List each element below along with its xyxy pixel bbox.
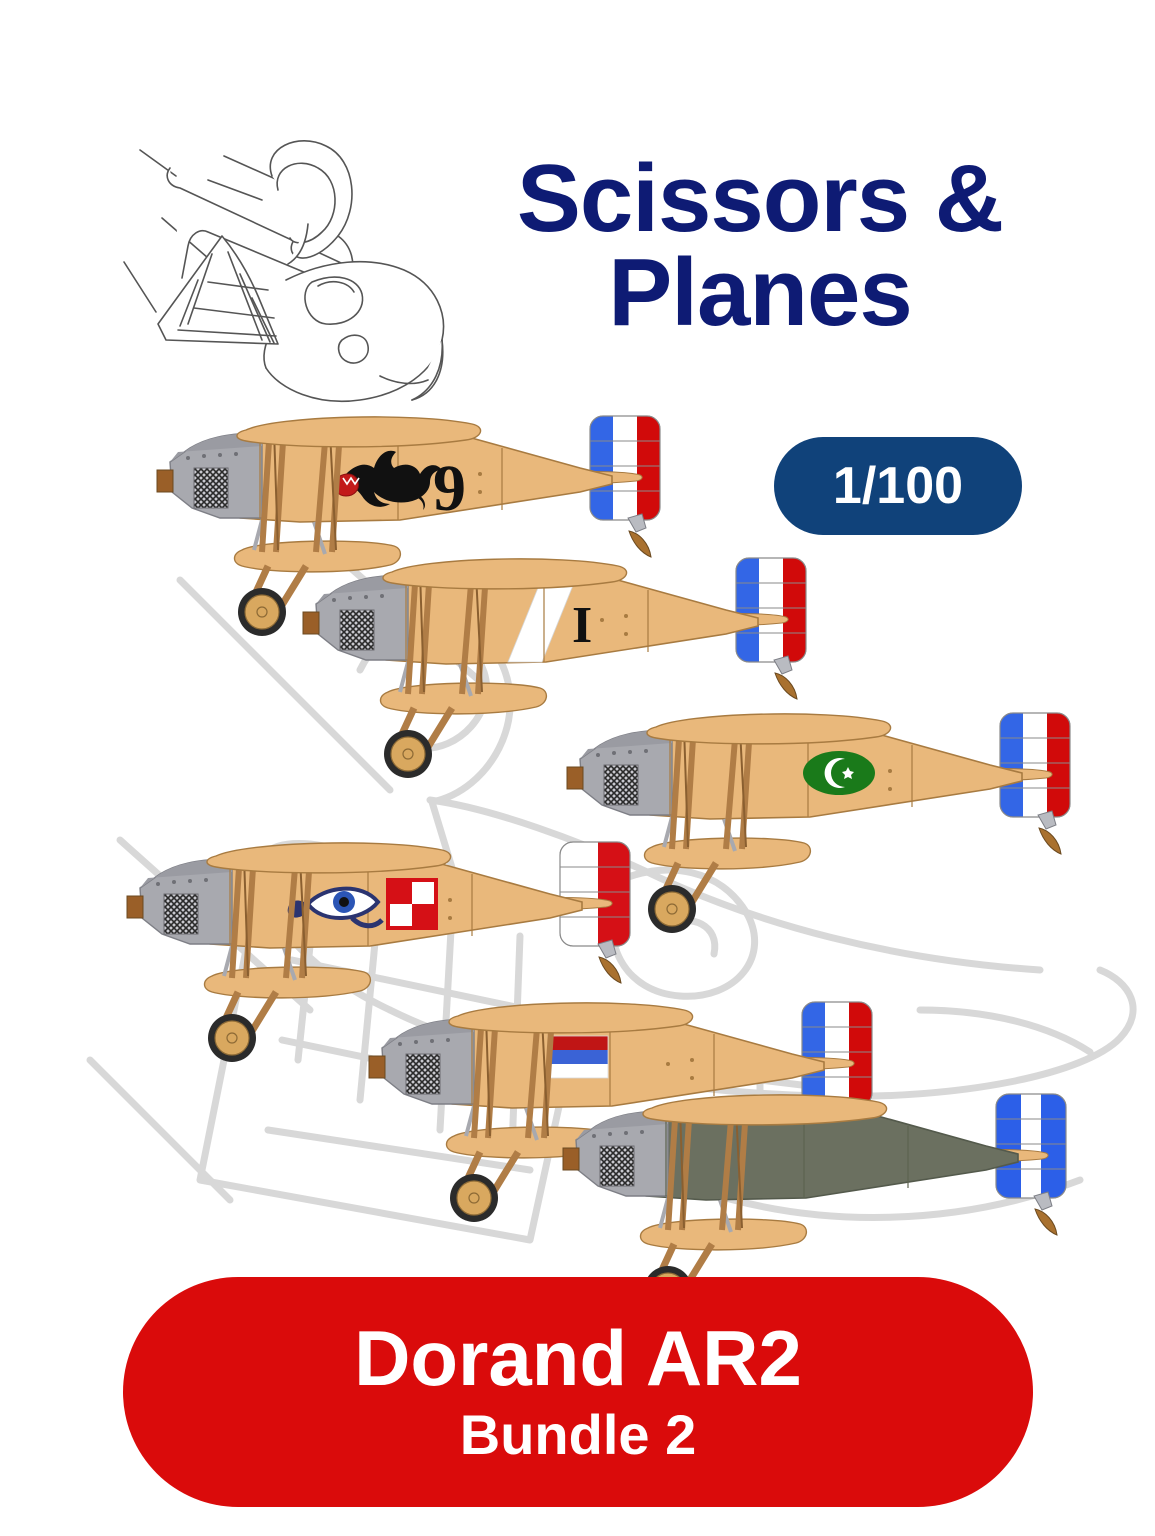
marking-numeral-1: 9 [433,452,466,525]
marking-numeral-2: I [572,597,592,654]
aircraft-profile-2: I [302,557,807,778]
marking-serbian-tricolor-flag [547,1035,609,1079]
aircraft-profile-5 [368,1001,873,1222]
bundle-label: Bundle 2 [459,1403,697,1467]
product-banner: Dorand AR2 Bundle 2 [123,1277,1033,1507]
marking-winged-griffin-insignia [335,450,442,510]
scale-badge-label: 1/100 [832,457,964,515]
rudder-french-tricolor-1 [589,415,661,521]
aircraft-profile-1: 9 [156,415,661,636]
rudder-polish-white-red-4 [559,841,631,947]
aircraft-profile-4 [126,841,631,1062]
title-line-2: Planes [608,239,913,347]
page-title: Scissors & Planes [470,151,1050,347]
title-line-1: Scissors & [516,145,1004,252]
scale-badge: 1/100 [774,437,1022,535]
rudder-greek-blue-white-blue-6 [995,1093,1067,1199]
rudder-french-tricolor-2 [735,557,807,663]
aircraft-profile-3 [566,712,1071,933]
marking-polish-checkerboard [386,878,438,930]
marking-ottoman-crescent-star-roundel [803,751,875,795]
rudder-french-tricolor-3 [999,712,1071,818]
marking-eye-of-horus-insignia [287,886,384,929]
aircraft-profile-6 [562,1093,1067,1314]
scissors-plane-logo-icon [123,140,445,402]
product-name: Dorand AR2 [354,1314,802,1403]
rudder-french-tricolor-5 [801,1001,873,1107]
